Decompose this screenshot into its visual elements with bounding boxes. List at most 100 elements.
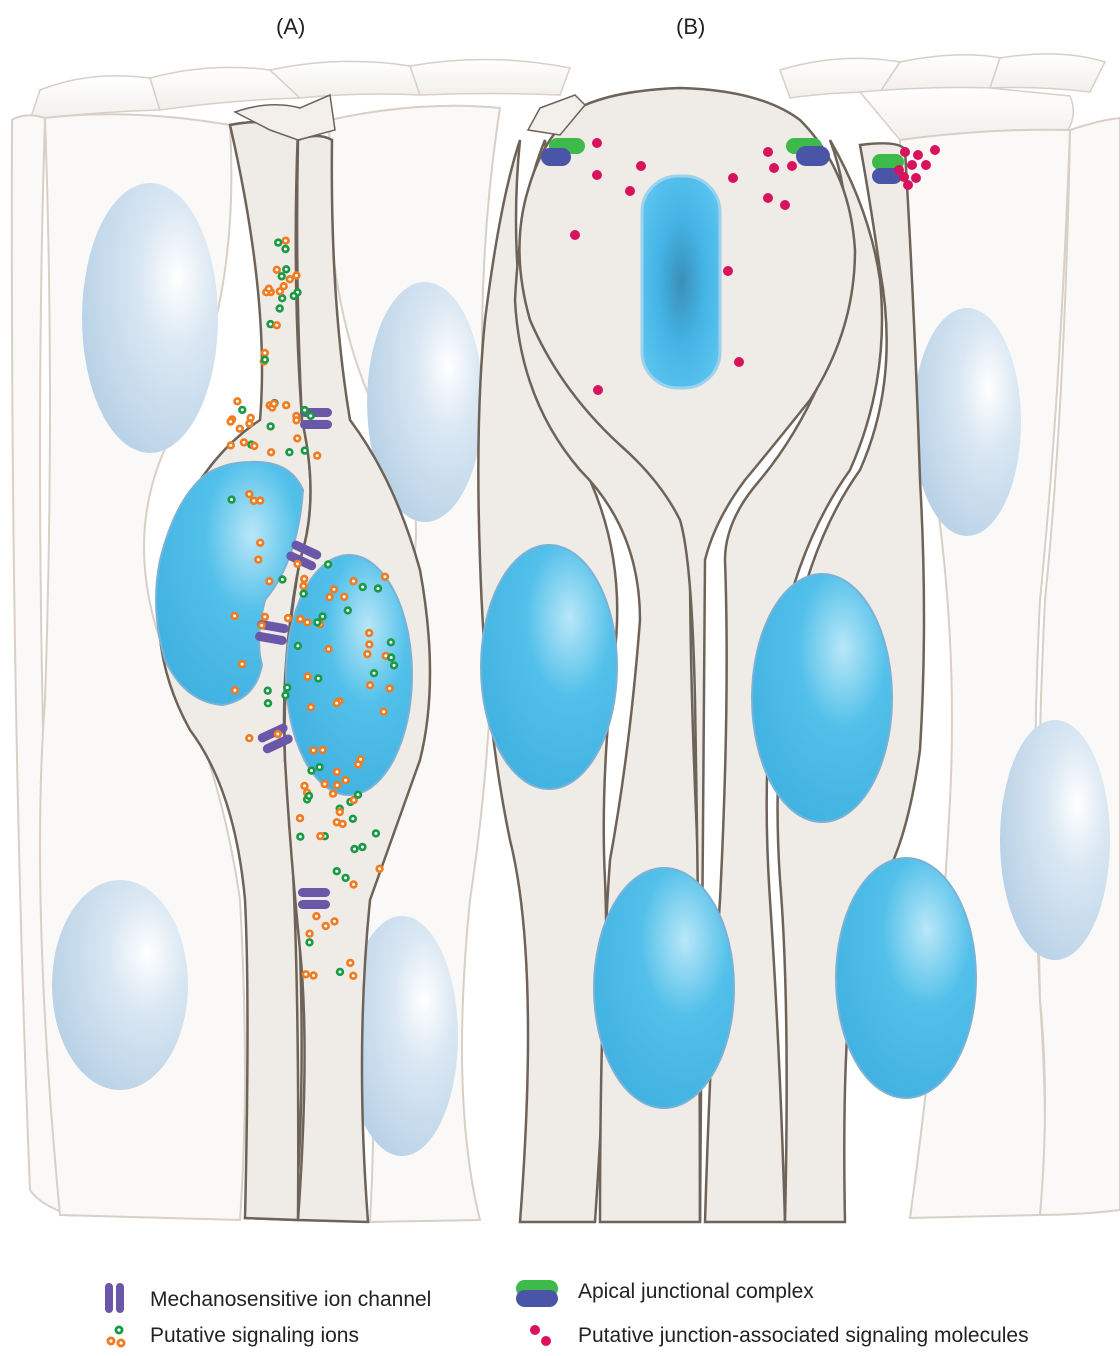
ion-core — [230, 498, 233, 501]
ion-core — [272, 402, 275, 405]
ion-core — [257, 558, 260, 561]
signaling-molecules-icon — [530, 1325, 551, 1346]
ion-core — [389, 641, 392, 644]
ion-core — [302, 592, 305, 595]
ion-core — [268, 580, 271, 583]
junction-complex-icon — [516, 1280, 558, 1307]
ion-core — [263, 615, 266, 618]
ion-core — [295, 274, 298, 277]
ion-core — [357, 763, 360, 766]
ion-core — [352, 974, 355, 977]
ion-core — [281, 578, 284, 581]
ion-core — [390, 656, 393, 659]
surface-tile — [880, 55, 1000, 92]
ion-core — [267, 287, 270, 290]
ion-core — [296, 437, 299, 440]
ion-core — [252, 499, 255, 502]
ion-core — [309, 414, 312, 417]
legend-junction-label: Apical junctional complex — [578, 1280, 814, 1304]
ion-core — [278, 290, 281, 293]
ion-core — [248, 422, 251, 425]
signaling-molecule — [787, 161, 797, 171]
ion-core — [275, 268, 278, 271]
ion-core — [299, 618, 302, 621]
ion-core — [308, 941, 311, 944]
ion-core — [241, 408, 244, 411]
ion-core — [229, 420, 232, 423]
ion-core — [248, 493, 251, 496]
ion-core — [233, 614, 236, 617]
ion-core — [312, 974, 315, 977]
ion-core — [236, 400, 239, 403]
ion-core — [338, 811, 341, 814]
ion-core — [263, 352, 266, 355]
signaling-molecule — [894, 165, 904, 175]
surface-tile — [990, 54, 1105, 92]
ion-core — [280, 275, 283, 278]
ion-core — [285, 268, 288, 271]
ion-core — [369, 684, 372, 687]
ion-core — [324, 925, 327, 928]
signaling-molecule — [592, 138, 602, 148]
nucleus-panel-b — [836, 858, 976, 1098]
signaling-molecule — [570, 230, 580, 240]
ion-core — [316, 454, 319, 457]
ion-core — [238, 427, 241, 430]
ion-core — [336, 770, 339, 773]
legend-molecules-label: Putative junction-associated signaling m… — [578, 1324, 1029, 1348]
signaling-molecule — [780, 200, 790, 210]
ion-core — [270, 451, 273, 454]
ion-core — [361, 586, 364, 589]
ion-core — [310, 769, 313, 772]
ion-core — [315, 915, 318, 918]
nucleus-pale — [913, 308, 1021, 536]
signaling-molecule — [911, 173, 921, 183]
ion-core — [253, 445, 256, 448]
ion-core — [248, 737, 251, 740]
ion-core — [373, 672, 376, 675]
ion-core — [316, 621, 319, 624]
ion-core — [284, 239, 287, 242]
ion-core — [341, 822, 344, 825]
ion-core — [267, 702, 270, 705]
ion-core — [242, 441, 245, 444]
ion-core — [327, 563, 330, 566]
ion-core — [327, 648, 330, 651]
panel-label-a: (A) — [276, 14, 305, 40]
ion-core — [361, 846, 364, 849]
signaling-molecule — [930, 145, 940, 155]
ion-core — [382, 710, 385, 713]
signaling-molecule — [913, 150, 923, 160]
nucleus-pale — [82, 183, 218, 453]
ion-core — [269, 425, 272, 428]
ion-core — [353, 848, 356, 851]
signaling-molecule — [734, 357, 744, 367]
signaling-molecule — [763, 147, 773, 157]
ion-core — [317, 677, 320, 680]
ion-core — [306, 675, 309, 678]
surface-tile — [410, 59, 570, 95]
signaling-molecule — [592, 170, 602, 180]
ion-core — [277, 241, 280, 244]
ion-core — [282, 285, 285, 288]
signaling-molecule — [593, 385, 603, 395]
ion-core — [241, 663, 244, 666]
ion-core — [328, 596, 331, 599]
ion-core — [351, 817, 354, 820]
ion-core — [308, 932, 311, 935]
ion-core — [229, 444, 232, 447]
ion-core — [303, 409, 306, 412]
ion-core — [299, 835, 302, 838]
ion-core — [377, 587, 380, 590]
ion-core — [344, 779, 347, 782]
ion-core — [335, 821, 338, 824]
ion-core — [343, 595, 346, 598]
nucleus-pale — [52, 880, 188, 1090]
ion-core — [259, 499, 262, 502]
ion-core — [233, 689, 236, 692]
ion-core — [266, 689, 269, 692]
ion-core — [349, 961, 352, 964]
ion-core — [288, 278, 291, 281]
ion-core — [303, 577, 306, 580]
